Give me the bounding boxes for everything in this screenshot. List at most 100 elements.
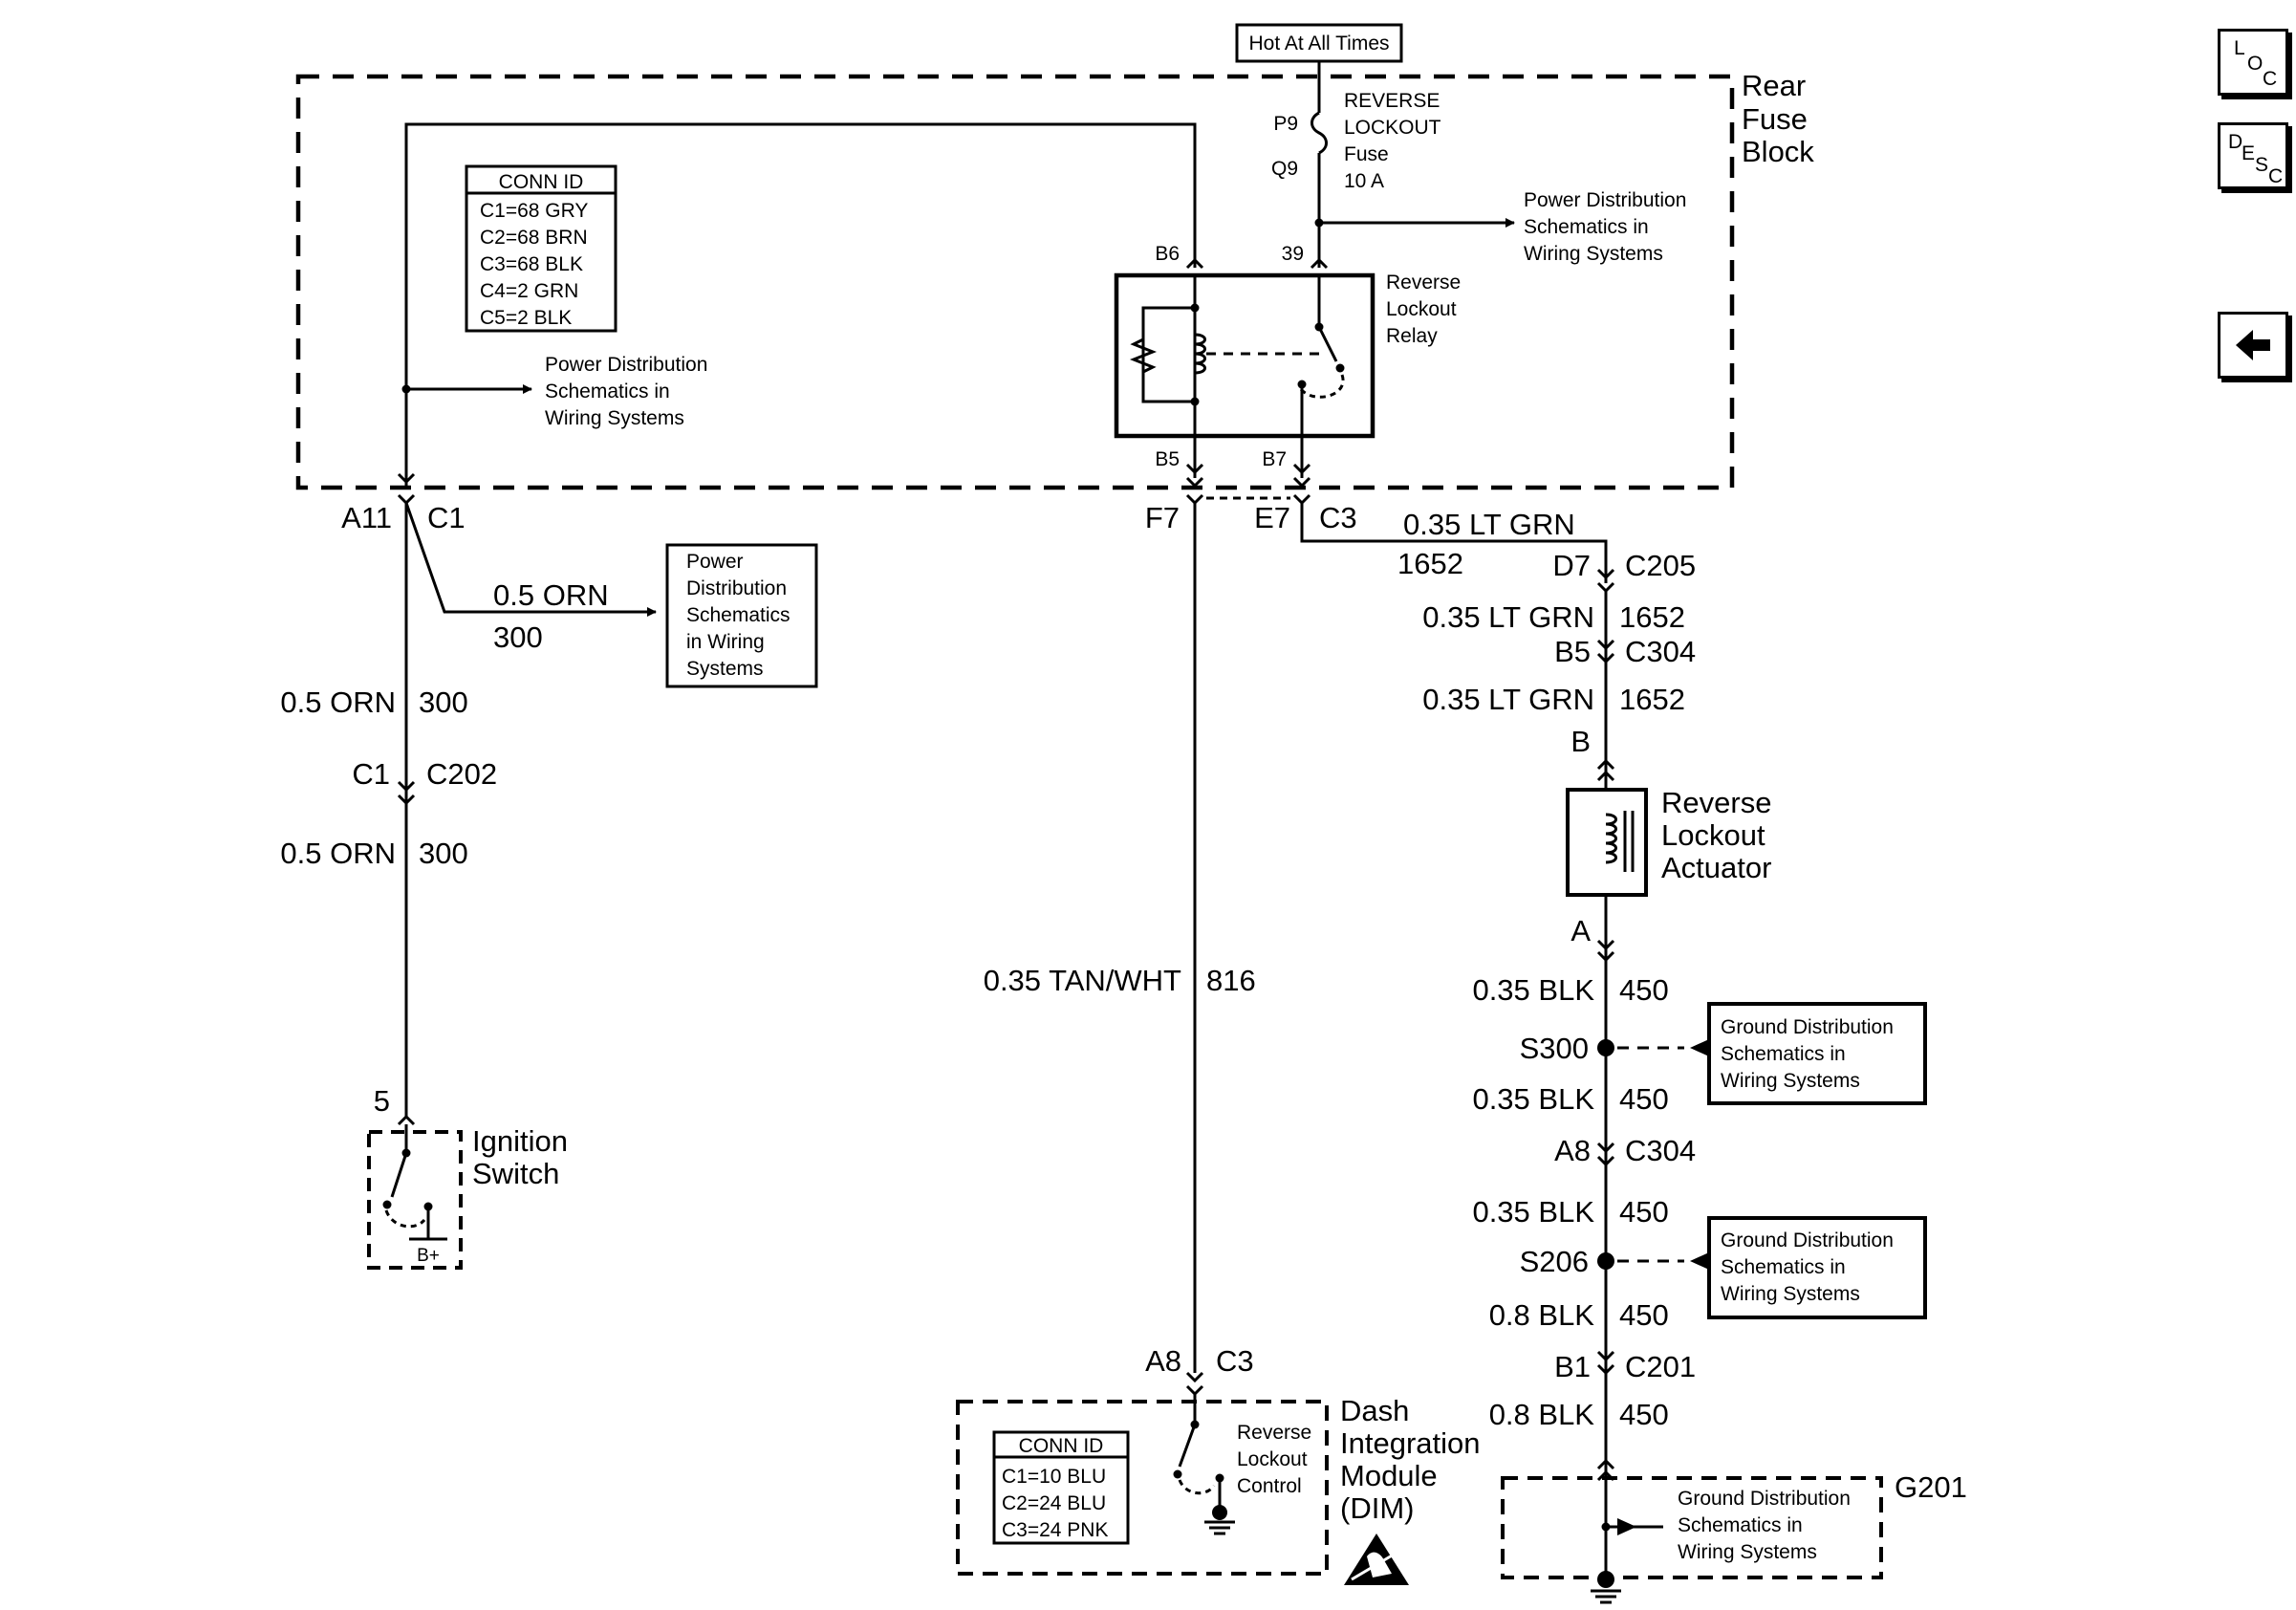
svg-text:0.35 BLK: 0.35 BLK xyxy=(1472,1082,1594,1116)
svg-text:Rear: Rear xyxy=(1742,69,1806,102)
ignition-switch: B+ Ignition Switch xyxy=(367,1124,568,1270)
svg-text:450: 450 xyxy=(1619,1082,1669,1116)
svg-text:C2=24 BLU: C2=24 BLU xyxy=(1002,1492,1106,1514)
reverse-lockout-relay: Reverse Lockout Relay B6 B5 B7 xyxy=(1114,243,1461,470)
conn-id-table-fuse-block: CONN ID C1=68 GRY C2=68 BRN C3=68 BLK C4… xyxy=(465,164,617,333)
svg-text:Schematics in: Schematics in xyxy=(545,381,670,402)
svg-text:0.5 ORN: 0.5 ORN xyxy=(493,578,609,612)
svg-text:A11: A11 xyxy=(341,501,392,534)
svg-text:0.8 BLK: 0.8 BLK xyxy=(1489,1398,1595,1431)
svg-text:Control: Control xyxy=(1237,1475,1302,1497)
svg-text:Ignition: Ignition xyxy=(472,1124,568,1158)
reverse-lockout-actuator: Reverse Lockout Actuator xyxy=(1566,786,1771,897)
svg-text:450: 450 xyxy=(1619,1195,1669,1229)
middle-circuit-dim-control: F7 E7 C3 0.35 TAN/WHT 816 A8 C3 xyxy=(984,493,1357,1397)
ground-distribution-reference-s206[interactable]: Ground Distribution Schematics in Wiring… xyxy=(1707,1216,1927,1319)
svg-text:B1: B1 xyxy=(1554,1350,1591,1383)
svg-text:0.35 TAN/WHT: 0.35 TAN/WHT xyxy=(984,964,1181,997)
svg-text:C1: C1 xyxy=(427,501,466,534)
hot-label: Hot At All Times xyxy=(1248,33,1389,54)
power-distribution-reference-box[interactable]: Power Distribution Schematics in Wiring … xyxy=(665,543,818,688)
svg-text:Fuse: Fuse xyxy=(1344,143,1389,165)
svg-text:B5: B5 xyxy=(1155,448,1180,470)
back-button[interactable] xyxy=(2218,312,2288,379)
dash-integration-module: Reverse Lockout Control CONN ID C1=10 BL… xyxy=(956,1394,1481,1576)
svg-text:450: 450 xyxy=(1619,1298,1669,1332)
svg-text:A: A xyxy=(1570,914,1591,947)
svg-text:C304: C304 xyxy=(1625,635,1696,668)
svg-text:0.35 LT GRN: 0.35 LT GRN xyxy=(1422,600,1594,634)
svg-text:Wiring Systems: Wiring Systems xyxy=(1524,243,1663,265)
relay-pin-connectors xyxy=(397,257,1329,489)
svg-text:B7: B7 xyxy=(1262,448,1287,470)
svg-text:B5: B5 xyxy=(1554,635,1591,668)
svg-text:B6: B6 xyxy=(1155,243,1180,265)
svg-text:C201: C201 xyxy=(1625,1350,1696,1383)
right-circuit-actuator: 0.35 LT GRN 1652 D7 C205 0.35 LT GRN 165… xyxy=(1300,503,1696,1568)
svg-text:C3: C3 xyxy=(1216,1344,1254,1378)
svg-text:Relay: Relay xyxy=(1386,325,1438,347)
svg-text:A8: A8 xyxy=(1554,1134,1591,1167)
svg-text:1652: 1652 xyxy=(1397,547,1463,580)
svg-text:10 A: 10 A xyxy=(1344,170,1384,192)
right-circuit-ground-path: A 0.35 BLK 450 S300 0.35 BLK 450 A8 C304… xyxy=(1472,914,1709,1482)
svg-text:0.35 LT GRN: 0.35 LT GRN xyxy=(1403,508,1575,541)
svg-text:0.8 BLK: 0.8 BLK xyxy=(1489,1298,1595,1332)
svg-text:1652: 1652 xyxy=(1619,683,1685,716)
svg-text:C4=2 GRN: C4=2 GRN xyxy=(480,280,578,302)
svg-text:C1: C1 xyxy=(352,757,390,791)
svg-text:C202: C202 xyxy=(426,757,497,791)
svg-text:Wiring Systems: Wiring Systems xyxy=(545,407,684,429)
svg-text:B+: B+ xyxy=(417,1246,440,1266)
svg-text:Dash: Dash xyxy=(1340,1394,1409,1427)
svg-text:Lockout: Lockout xyxy=(1237,1448,1308,1470)
svg-text:in Wiring: in Wiring xyxy=(686,631,765,653)
left-arrow-icon xyxy=(2236,330,2270,360)
svg-text:C3=68 BLK: C3=68 BLK xyxy=(480,253,583,275)
svg-text:F7: F7 xyxy=(1145,501,1180,534)
svg-text:CONN ID: CONN ID xyxy=(1019,1435,1104,1457)
svg-text:C1=10 BLU: C1=10 BLU xyxy=(1002,1466,1106,1488)
description-button[interactable]: D E S C xyxy=(2218,122,2288,189)
svg-text:Systems: Systems xyxy=(686,658,764,680)
rear-fuse-block-outline xyxy=(295,74,1735,490)
svg-text:P9: P9 xyxy=(1273,113,1298,135)
svg-text:Wiring Systems: Wiring Systems xyxy=(1721,1070,1860,1092)
svg-text:Power Distribution: Power Distribution xyxy=(1524,189,1686,211)
svg-text:450: 450 xyxy=(1619,1398,1669,1431)
svg-text:39: 39 xyxy=(1282,243,1304,265)
svg-text:Distribution: Distribution xyxy=(686,577,787,599)
svg-text:Module: Module xyxy=(1340,1459,1438,1492)
svg-text:REVERSE: REVERSE xyxy=(1344,90,1440,112)
svg-text:0.35 BLK: 0.35 BLK xyxy=(1472,973,1594,1007)
left-circuit-ignition-feed: A11 C1 0.5 ORN 300 0.5 ORN 300 C1 C202 0… xyxy=(280,493,657,1126)
svg-text:C3: C3 xyxy=(1319,501,1357,534)
svg-text:CONN ID: CONN ID xyxy=(499,171,584,193)
svg-text:Power Distribution: Power Distribution xyxy=(545,354,707,376)
svg-text:5: 5 xyxy=(374,1084,390,1118)
power-distribution-reference-left[interactable]: Power Distribution Schematics in Wiring … xyxy=(406,354,707,429)
reverse-lockout-fuse: P9 Q9 REVERSE LOCKOUT Fuse 10 A 39 xyxy=(1271,61,1441,268)
svg-text:Switch: Switch xyxy=(472,1157,559,1190)
svg-text:C3=24 PNK: C3=24 PNK xyxy=(1002,1519,1108,1541)
svg-text:0.35 LT GRN: 0.35 LT GRN xyxy=(1422,683,1594,716)
svg-text:Reverse: Reverse xyxy=(1661,786,1771,819)
power-distribution-reference-right[interactable]: Power Distribution Schematics in Wiring … xyxy=(1319,189,1686,265)
svg-text:Ground Distribution: Ground Distribution xyxy=(1678,1488,1851,1510)
esd-warning-icon xyxy=(1344,1534,1409,1585)
rear-fuse-block-label: Rear Fuse Block xyxy=(1742,69,1814,168)
svg-text:C2=68 BRN: C2=68 BRN xyxy=(480,227,588,249)
svg-text:Schematics in: Schematics in xyxy=(1721,1043,1846,1065)
svg-text:300: 300 xyxy=(493,620,543,654)
svg-text:Power: Power xyxy=(686,551,744,573)
svg-text:Q9: Q9 xyxy=(1271,158,1298,180)
ground-distribution-reference-s300[interactable]: Ground Distribution Schematics in Wiring… xyxy=(1707,1002,1927,1105)
svg-text:S300: S300 xyxy=(1520,1032,1589,1065)
svg-text:300: 300 xyxy=(419,837,468,870)
location-button[interactable]: L O C xyxy=(2218,29,2288,96)
svg-text:Ground Distribution: Ground Distribution xyxy=(1721,1229,1894,1251)
svg-text:Schematics in: Schematics in xyxy=(1721,1256,1846,1278)
svg-text:300: 300 xyxy=(419,685,468,719)
svg-text:450: 450 xyxy=(1619,973,1669,1007)
